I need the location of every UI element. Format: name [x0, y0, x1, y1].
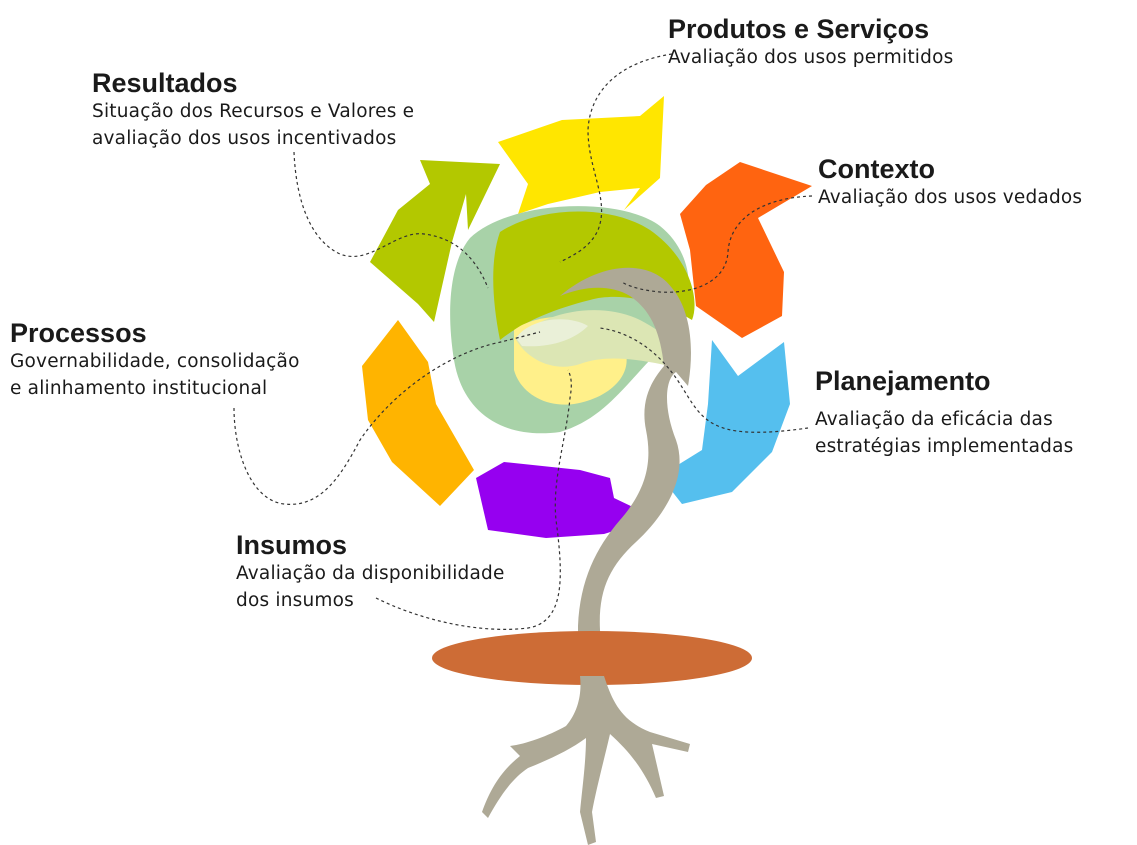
leader-lines [233, 53, 813, 630]
arrow-processos [362, 320, 474, 506]
stage-title: Resultados [92, 68, 238, 98]
arrow-produtos-servicos [498, 96, 664, 214]
stage-desc-line: dos insumos [236, 590, 354, 611]
leader-contexto [621, 195, 813, 293]
label-planejamento: Planejamento Avaliação da eficácia das e… [815, 366, 1073, 460]
label-produtos-servicos: Produtos e Serviços Avaliação dos usos p… [668, 14, 953, 71]
label-contexto: Contexto Avaliação dos usos vedados [818, 154, 1082, 211]
label-processos: Processos Governabilidade, consolidação … [10, 318, 300, 402]
plant-roots [482, 676, 690, 845]
stage-title: Processos [10, 318, 147, 348]
arrow-contexto [680, 162, 812, 338]
stage-title: Planejamento [815, 366, 991, 396]
stage-desc-line: Avaliação da eficácia das [815, 409, 1053, 430]
plant-stem [560, 267, 691, 660]
leader-processos [233, 331, 541, 505]
stage-desc-line: estratégias implementadas [815, 436, 1074, 457]
arrow-resultados [370, 160, 500, 322]
bud-pale-leaf [516, 319, 588, 347]
leader-planejamento [599, 327, 809, 433]
ground-disc [432, 631, 752, 685]
stage-desc-line: Situação dos Recursos e Valores e [92, 101, 415, 122]
leader-insumos [375, 369, 572, 630]
stage-title: Produtos e Serviços [668, 14, 930, 44]
arrow-planejamento [660, 340, 790, 504]
stage-desc-line: Avaliação dos usos permitidos [668, 47, 954, 68]
stage-desc-line: e alinhamento institucional [10, 378, 268, 399]
stage-desc-line: Governabilidade, consolidação [10, 351, 300, 372]
arrow-insumos [476, 462, 656, 538]
stage-desc-line: Avaliação dos usos vedados [818, 187, 1083, 208]
leader-resultados [293, 151, 489, 289]
label-resultados: Resultados Situação dos Recursos e Valor… [92, 68, 414, 152]
stage-desc-line: avaliação dos usos incentivados [92, 128, 397, 149]
stage-desc-line: Avaliação da disponibilidade [236, 563, 505, 584]
stage-title: Insumos [236, 530, 348, 560]
label-insumos: Insumos Avaliação da disponibilidade dos… [236, 530, 505, 614]
stage-title: Contexto [818, 154, 935, 184]
